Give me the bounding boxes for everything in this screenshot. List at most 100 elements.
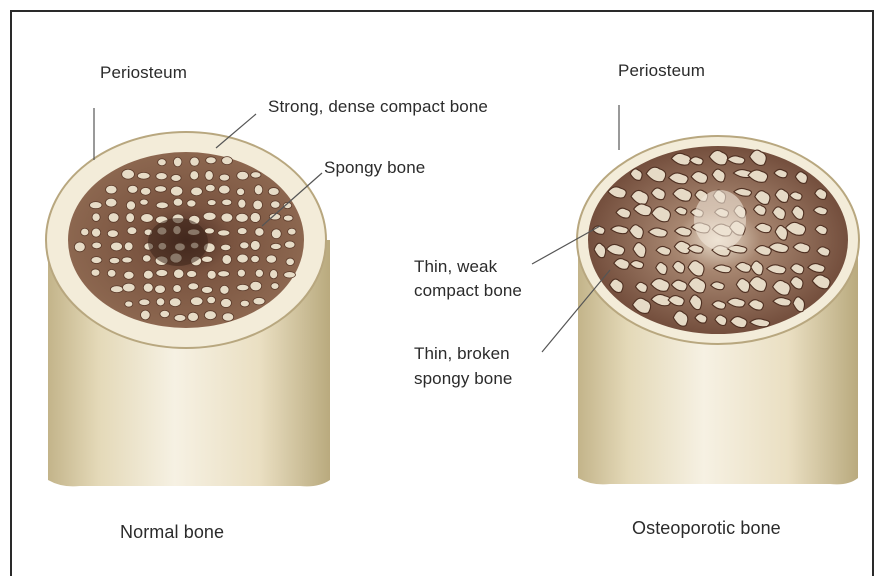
trabecular-pore (271, 229, 281, 239)
trabecular-pore (155, 186, 167, 193)
trabecular-pore (141, 214, 154, 223)
trabecular-pore (218, 230, 230, 236)
trabecular-pore (81, 228, 89, 236)
trabecular-pore (251, 172, 261, 178)
trabecular-pore (207, 270, 216, 279)
trabecular-pore (105, 198, 117, 207)
trabecular-pore (237, 188, 245, 195)
normal-bone-dark-core (148, 218, 208, 266)
trabecular-pore (188, 283, 199, 290)
trabecular-pore (266, 255, 276, 263)
caption-normal-bone: Normal bone (120, 522, 224, 543)
trabecular-pore (253, 298, 265, 305)
trabecular-pore (156, 173, 167, 180)
trabecular-pore (74, 242, 85, 252)
trabecular-pore (156, 298, 164, 306)
trabecular-pore (203, 212, 216, 220)
trabecular-pore (124, 242, 133, 251)
trabecular-pore (190, 157, 199, 166)
trabecular-pore (125, 301, 133, 307)
trabecular-pore (143, 270, 153, 279)
trabecular-pore (236, 213, 248, 222)
trabecular-pore (191, 187, 203, 196)
trabecular-pore (250, 281, 262, 290)
trabecular-pore (127, 227, 137, 235)
trabecular-pore (254, 185, 262, 195)
trabecular-pore (218, 271, 230, 277)
trabecular-pore (124, 271, 134, 279)
trabecular-pore (107, 230, 118, 238)
trabecular-pore (190, 297, 202, 306)
trabecular-pore (255, 269, 263, 277)
trabecular-pore (240, 242, 249, 249)
trabecular-pore (271, 201, 280, 208)
trabecular-pore (221, 244, 231, 250)
trabecular-pore (219, 174, 229, 181)
trabecular-pore (237, 171, 249, 180)
label-osteo-spongy-line2: spongy bone (414, 368, 512, 389)
trabecular-pore (173, 198, 182, 206)
trabecular-pore (202, 256, 213, 262)
trabecular-pore (187, 271, 197, 278)
label-normal-compact-bone: Strong, dense compact bone (268, 96, 488, 117)
trabecular-pore (156, 202, 168, 209)
trabecular-pore (237, 269, 245, 277)
normal-bone (46, 132, 330, 486)
trabecular-pore (250, 212, 260, 222)
trabecular-pore (270, 270, 278, 279)
trabecular-pore (141, 187, 151, 195)
trabecular-pore (207, 296, 216, 303)
label-osteo-compact-line1: Thin, weak (414, 256, 497, 277)
trabecular-pore (126, 213, 135, 223)
label-osteo-periosteum: Periosteum (618, 60, 705, 81)
trabecular-pore (171, 174, 181, 181)
osteoporotic-bone-pale-core (694, 190, 746, 250)
trabecular-pore (268, 188, 279, 196)
trabecular-pore (222, 255, 231, 265)
trabecular-pore (92, 242, 102, 249)
trabecular-pore (173, 285, 181, 293)
trabecular-pore (158, 159, 167, 166)
label-osteo-compact-line2: compact bone (414, 280, 522, 301)
trabecular-pore (271, 243, 282, 249)
trabecular-pore (90, 202, 102, 209)
trabecular-pore (128, 185, 138, 193)
trabecular-pore (173, 157, 181, 167)
trabecular-pore (188, 312, 199, 321)
trabecular-pore (91, 257, 102, 264)
osteoporotic-bone (577, 136, 859, 484)
trabecular-pore (271, 283, 279, 290)
trabecular-pore (92, 213, 100, 221)
trabecular-pore (285, 241, 295, 248)
trabecular-pore (219, 185, 230, 194)
trabecular-pore (238, 199, 246, 208)
label-normal-periosteum: Periosteum (100, 62, 187, 83)
trabecular-pore (251, 255, 260, 262)
trabecular-pore (139, 299, 150, 305)
trabecular-pore (169, 298, 181, 307)
trabecular-pore (222, 157, 233, 165)
trabecular-pore (109, 257, 119, 263)
trabecular-pore (122, 257, 132, 263)
trabecular-pore (221, 298, 232, 307)
trabecular-pore (204, 228, 214, 234)
trabecular-pore (207, 200, 216, 206)
trabecular-pore (160, 310, 170, 317)
trabecular-pore (141, 310, 151, 320)
trabecular-pore (240, 300, 249, 307)
trabecular-pore (222, 313, 233, 321)
trabecular-pore (108, 213, 119, 223)
trabecular-pore (220, 285, 229, 294)
trabecular-pore (222, 199, 232, 205)
trabecular-pore (111, 242, 123, 251)
trabecular-pore (156, 269, 168, 276)
trabecular-pore (143, 283, 153, 292)
trabecular-pore (255, 228, 264, 237)
label-osteo-spongy-line1: Thin, broken (414, 343, 510, 364)
trabecular-pore (237, 254, 248, 263)
trabecular-pore (142, 255, 150, 262)
trabecular-pore (107, 269, 116, 277)
label-normal-spongy-bone: Spongy bone (324, 157, 425, 178)
trabecular-pore (201, 286, 212, 293)
